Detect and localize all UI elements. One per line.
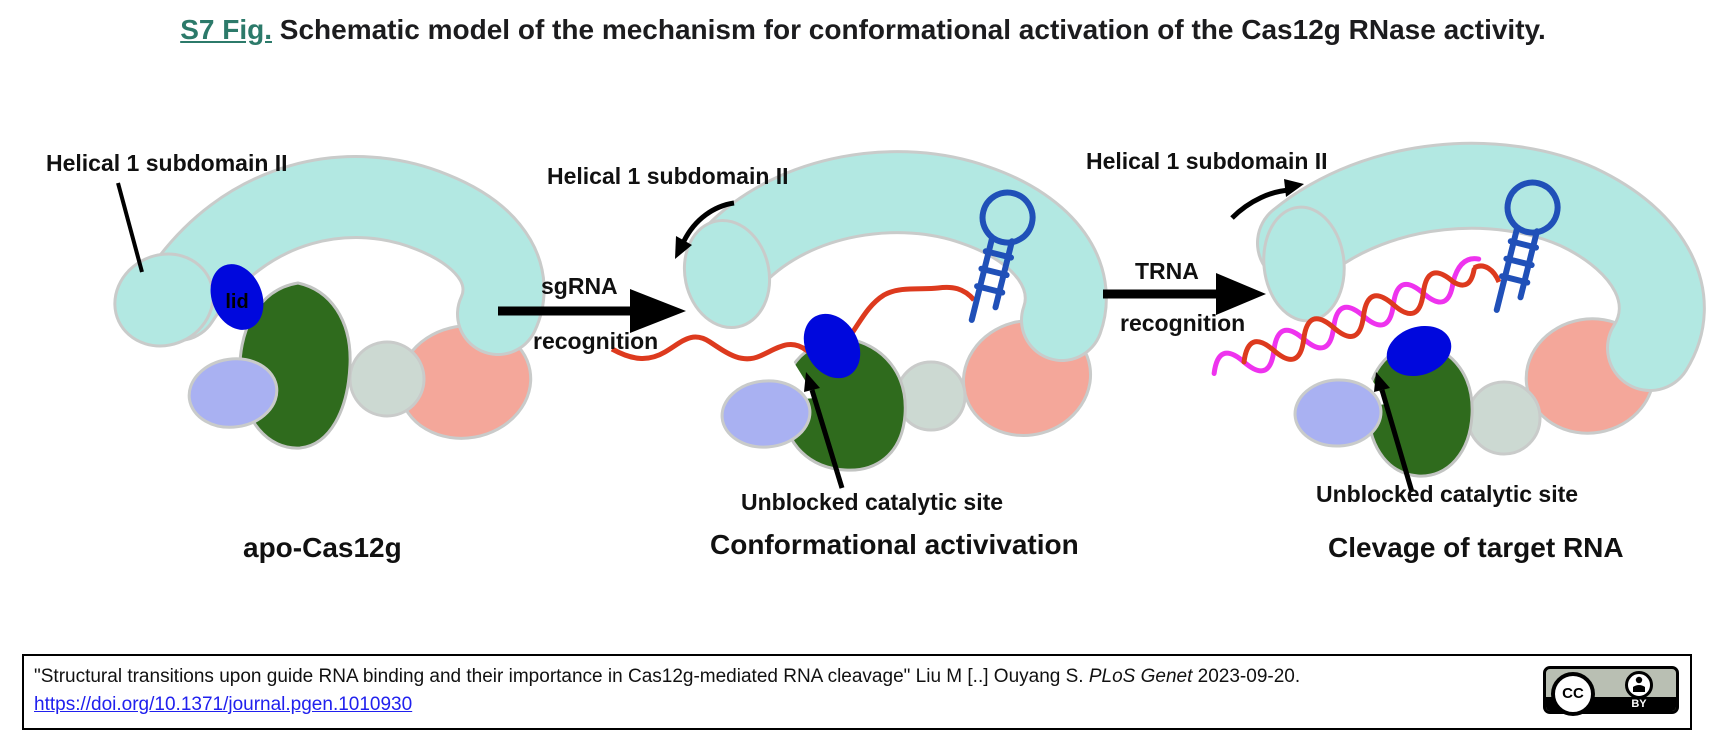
sgrna-strand bbox=[1241, 266, 1477, 365]
helical1-subdomain2-shape bbox=[113, 252, 215, 348]
linker-domain-shape bbox=[348, 340, 426, 418]
figure-title: S7 Fig. Schematic model of the mechanism… bbox=[0, 14, 1726, 46]
catalytic-site-pointer-head bbox=[1374, 372, 1390, 392]
figure-number: S7 Fig. bbox=[180, 14, 272, 45]
citation-journal: PLoS Genet bbox=[1088, 666, 1193, 687]
citation-date: 2023-09-20. bbox=[1192, 666, 1301, 687]
arrow-head bbox=[630, 289, 686, 333]
caption-cleavage: Clevage of target RNA bbox=[1328, 532, 1624, 563]
catalytic-site-pointer bbox=[1379, 389, 1415, 493]
helical-body-shape bbox=[1259, 144, 1703, 389]
panel-conformational-activation bbox=[610, 150, 1108, 489]
sgrna-hairpin bbox=[1493, 179, 1561, 313]
label-sgrna-recognition: recognition bbox=[533, 328, 659, 354]
caption-conformational: Conformational activivation bbox=[710, 529, 1079, 560]
linker-domain-shape bbox=[1466, 380, 1542, 456]
label-lid: lid bbox=[225, 291, 249, 313]
citation-box: "Structural transitions upon guide RNA b… bbox=[22, 654, 1692, 730]
catalytic-site-pointer-head bbox=[804, 372, 820, 392]
figure-title-text: Schematic model of the mechanism for con… bbox=[271, 14, 1546, 45]
by-label: BY bbox=[1631, 698, 1647, 710]
helical-body-shape bbox=[139, 158, 543, 353]
caption-apo-cas12g: apo-Cas12g bbox=[243, 532, 402, 563]
rotation-arrow-head bbox=[675, 236, 692, 259]
label-helical1-subdomain2-right: Helical 1 subdomain II bbox=[1086, 148, 1328, 174]
target-rna-strand bbox=[1211, 256, 1482, 376]
label-sgrna: sgRNA bbox=[541, 273, 618, 299]
sgrna-strand bbox=[610, 284, 976, 362]
helical-body-shape bbox=[696, 153, 1105, 359]
cc-icon: CC bbox=[1551, 672, 1595, 716]
catalytic-site-pointer bbox=[809, 389, 845, 489]
person-icon bbox=[1625, 671, 1653, 699]
periwinkle-domain-shape bbox=[187, 357, 279, 429]
label-helical1-subdomain2-middle: Helical 1 subdomain II bbox=[547, 163, 789, 189]
label-trna: TRNA bbox=[1135, 258, 1199, 284]
lid-shape bbox=[210, 264, 264, 330]
periwinkle-domain-shape bbox=[720, 379, 812, 449]
periwinkle-domain-shape bbox=[1293, 378, 1383, 448]
label-trna-recognition: recognition bbox=[1120, 310, 1246, 336]
sgrna-hairpin bbox=[968, 189, 1036, 323]
label-unblocked-site-middle: Unblocked catalytic site bbox=[741, 489, 1004, 515]
label-unblocked-site-right: Unblocked catalytic site bbox=[1316, 481, 1579, 507]
arrow-head bbox=[1216, 273, 1266, 315]
label-helical1-subdomain2-left: Helical 1 subdomain II bbox=[46, 150, 288, 176]
label-pointer-line bbox=[116, 182, 144, 273]
panel-cleavage-target-rna bbox=[1211, 141, 1706, 493]
trna-transition-arrow bbox=[1103, 273, 1266, 315]
linker-domain-shape bbox=[895, 360, 967, 432]
rotation-arrow-head bbox=[1284, 179, 1304, 197]
sgrna-hairpin-connector bbox=[1472, 263, 1502, 284]
sgrna-transition-arrow bbox=[498, 289, 686, 333]
citation-text: "Structural transitions upon guide RNA b… bbox=[34, 663, 1300, 719]
catalytic-domain-shape bbox=[1366, 341, 1474, 478]
rotation-arrow-curve bbox=[1230, 187, 1291, 220]
rotation-arrow-curve bbox=[681, 200, 735, 243]
panel-apo-cas12g bbox=[113, 155, 546, 450]
doi-link[interactable]: https://doi.org/10.1371/journal.pgen.101… bbox=[34, 694, 413, 715]
lid-shape bbox=[1386, 326, 1452, 376]
rna-duplex bbox=[1211, 256, 1482, 376]
lid-shape bbox=[803, 313, 861, 379]
citation-main: "Structural transitions upon guide RNA b… bbox=[34, 666, 1089, 687]
cc-by-license-badge: CC BY bbox=[1543, 666, 1679, 716]
helical1-subdomain2-shape bbox=[682, 218, 772, 330]
